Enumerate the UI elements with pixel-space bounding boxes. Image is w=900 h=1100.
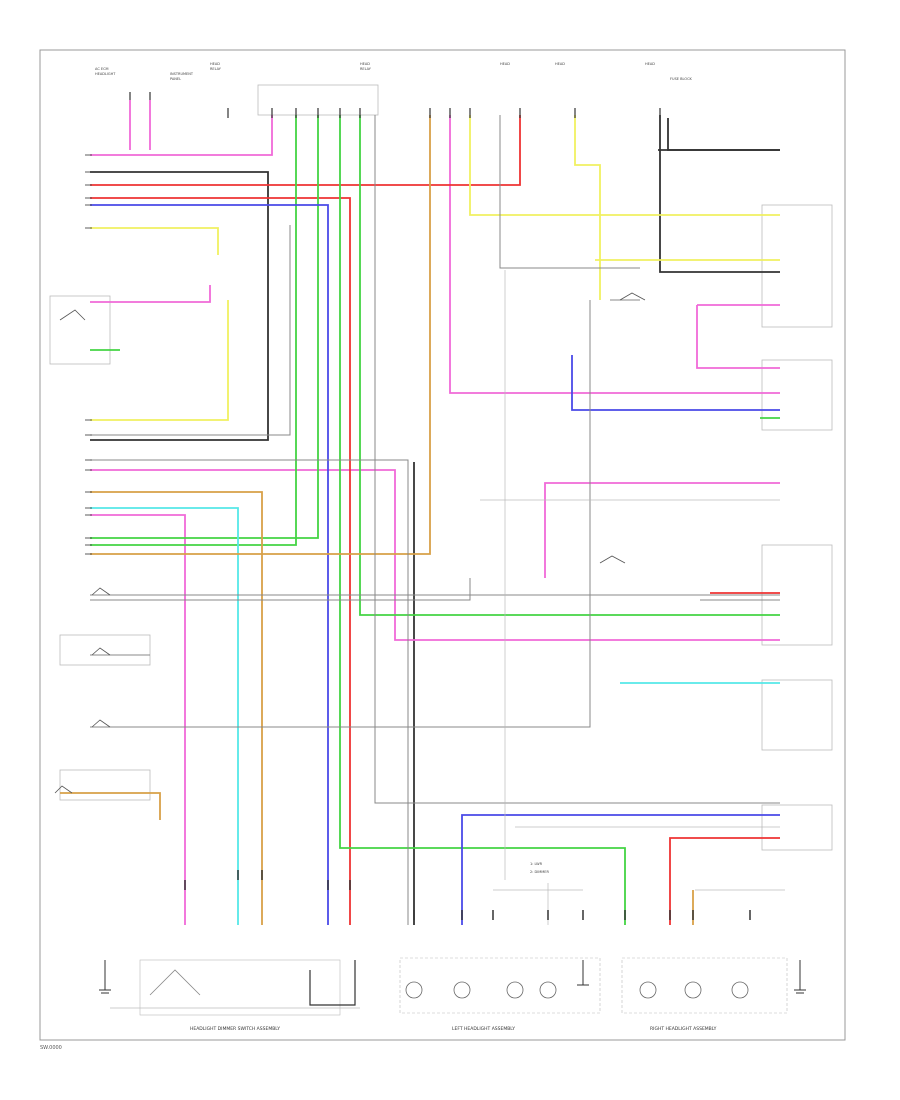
left-turn-bulb	[539, 981, 557, 999]
right-component-box-1	[761, 204, 833, 328]
svg-text:PANEL: PANEL	[170, 77, 181, 81]
left-position-bulb	[506, 981, 524, 999]
headlight-dimmer-switch-assembly: HEADLIGHT DIMMER SWITCH ASSEMBLY	[139, 959, 356, 1032]
red-wires	[90, 115, 780, 925]
legend-item-2: 2: DIMMER	[530, 870, 549, 874]
tan-wires	[60, 115, 694, 925]
left-low-beam-bulb	[405, 981, 423, 999]
legend: 1: LWR 2: DIMMER	[530, 862, 549, 874]
yellow-wires	[90, 115, 780, 421]
cyan-wires	[90, 507, 780, 925]
svg-text:RELAY: RELAY	[360, 67, 372, 71]
svg-text:HEAD: HEAD	[210, 62, 220, 66]
svg-text:HEAD: HEAD	[645, 62, 655, 66]
left-headlight-assembly: LEFT HEADLIGHT ASSEMBLY	[399, 957, 601, 1032]
combination-switch-box	[49, 295, 111, 365]
component-boxes	[49, 84, 833, 851]
svg-text:HEAD: HEAD	[555, 62, 565, 66]
blue-wires	[90, 204, 780, 925]
ground-symbols	[99, 960, 806, 994]
right-high-beam-bulb	[684, 981, 702, 999]
right-component-box-4	[761, 679, 833, 751]
legend-item-1: 1: LWR	[530, 862, 543, 866]
pink-wires	[90, 100, 780, 925]
svg-text:AC ECM: AC ECM	[95, 67, 109, 71]
light-gray-wires	[110, 270, 785, 1009]
right-headlight-assembly: RIGHT HEADLIGHT ASSEMBLY	[621, 957, 788, 1032]
svg-text:HEAD: HEAD	[360, 62, 370, 66]
left-headlight-caption: LEFT HEADLIGHT ASSEMBLY	[452, 1026, 515, 1032]
diagram-border	[39, 49, 846, 1041]
right-headlight-caption: RIGHT HEADLIGHT ASSEMBLY	[650, 1026, 717, 1032]
gray-wires	[90, 115, 780, 925]
svg-text:RELAY: RELAY	[210, 67, 222, 71]
header-labels: AC ECM HEADLIGHT INSTRUMENT PANEL HEAD R…	[95, 62, 693, 81]
left-high-beam-bulb	[453, 981, 471, 999]
right-low-beam-bulb	[639, 981, 657, 999]
svg-text:FUSE BLOCK: FUSE BLOCK	[670, 77, 693, 81]
left-connector-ticks	[85, 154, 92, 555]
svg-text:INSTRUMENT: INSTRUMENT	[170, 72, 194, 76]
diagram-code: SW.0000	[40, 1045, 62, 1051]
svg-text:HEADLIGHT: HEADLIGHT	[95, 72, 116, 76]
bottom-connector-pins	[184, 870, 751, 920]
svg-text:HEAD: HEAD	[500, 62, 510, 66]
green-wires	[90, 115, 780, 925]
switch-symbols	[54, 292, 646, 794]
right-component-box-5	[761, 804, 833, 851]
ecu-box-left	[59, 634, 151, 666]
top-connector-pins	[129, 92, 661, 118]
right-position-bulb	[731, 981, 749, 999]
right-component-box-2	[761, 359, 833, 431]
dimmer-switch-caption: HEADLIGHT DIMMER SWITCH ASSEMBLY	[190, 1026, 280, 1032]
small-switch-box	[59, 769, 151, 801]
